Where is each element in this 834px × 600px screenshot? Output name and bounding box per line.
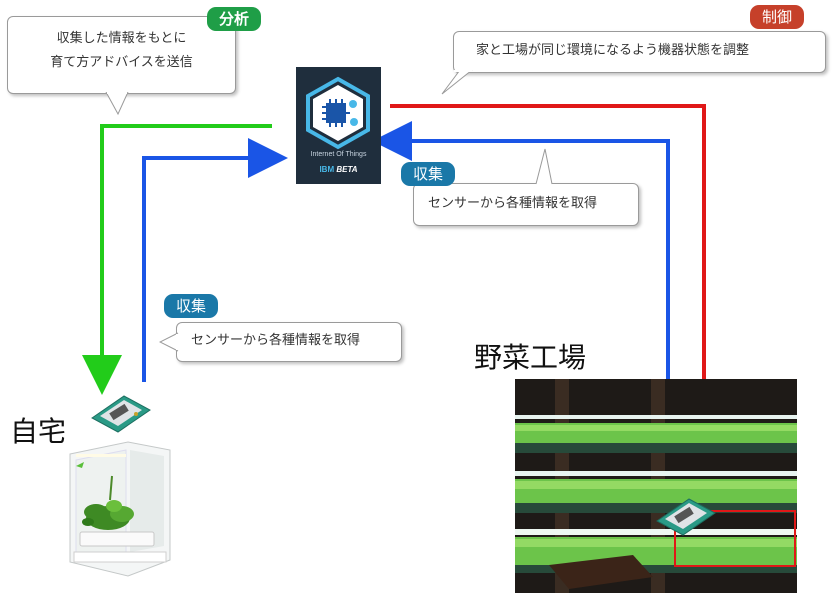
iot-logo-brand-row: IBM BETA — [296, 165, 381, 174]
home-label: 自宅 — [10, 415, 67, 448]
analysis-bubble: 収集した情報をもとに 育て方アドバイスを送信 — [7, 16, 236, 94]
chip-icon — [306, 76, 370, 150]
control-bubble: 家と工場が同じ環境になるよう機器状態を調整 — [453, 31, 826, 73]
home-collect-bubble-tail — [159, 332, 179, 352]
control-tag: 制御 — [750, 5, 805, 29]
home-collect-bubble: センサーから各種情報を取得 — [176, 322, 402, 362]
green-advice-arrow — [82, 124, 272, 395]
iot-logo-badge: BETA — [336, 165, 358, 174]
factory-label: 野菜工場 — [474, 341, 587, 374]
analysis-tag: 分析 — [207, 7, 262, 31]
blue-home-collect-arrow — [142, 138, 288, 382]
blue-factory-collect-arrow — [372, 121, 670, 475]
analysis-bubble-tail — [105, 92, 129, 116]
factory-photo — [515, 379, 797, 593]
control-bubble-tail — [441, 70, 473, 95]
factory-collect-bubble: センサーから各種情報を取得 — [413, 183, 639, 226]
iot-logo-brand: IBM — [319, 165, 335, 174]
home-sensor-device — [91, 395, 151, 433]
home-collect-tag: 収集 — [164, 294, 219, 318]
factory-collect-bubble-tail — [535, 148, 553, 185]
factory-collect-tag: 収集 — [401, 162, 456, 186]
iot-logo: Internet Of Things IBM BETA — [296, 67, 381, 184]
analysis-bubble-line-2: 育て方アドバイスを送信 — [50, 55, 193, 70]
analysis-bubble-line-1: 収集した情報をもとに — [56, 31, 187, 46]
red-control-arrow — [390, 104, 724, 490]
iot-logo-title: Internet Of Things — [310, 151, 367, 158]
home-grow-cabinet — [66, 440, 173, 578]
